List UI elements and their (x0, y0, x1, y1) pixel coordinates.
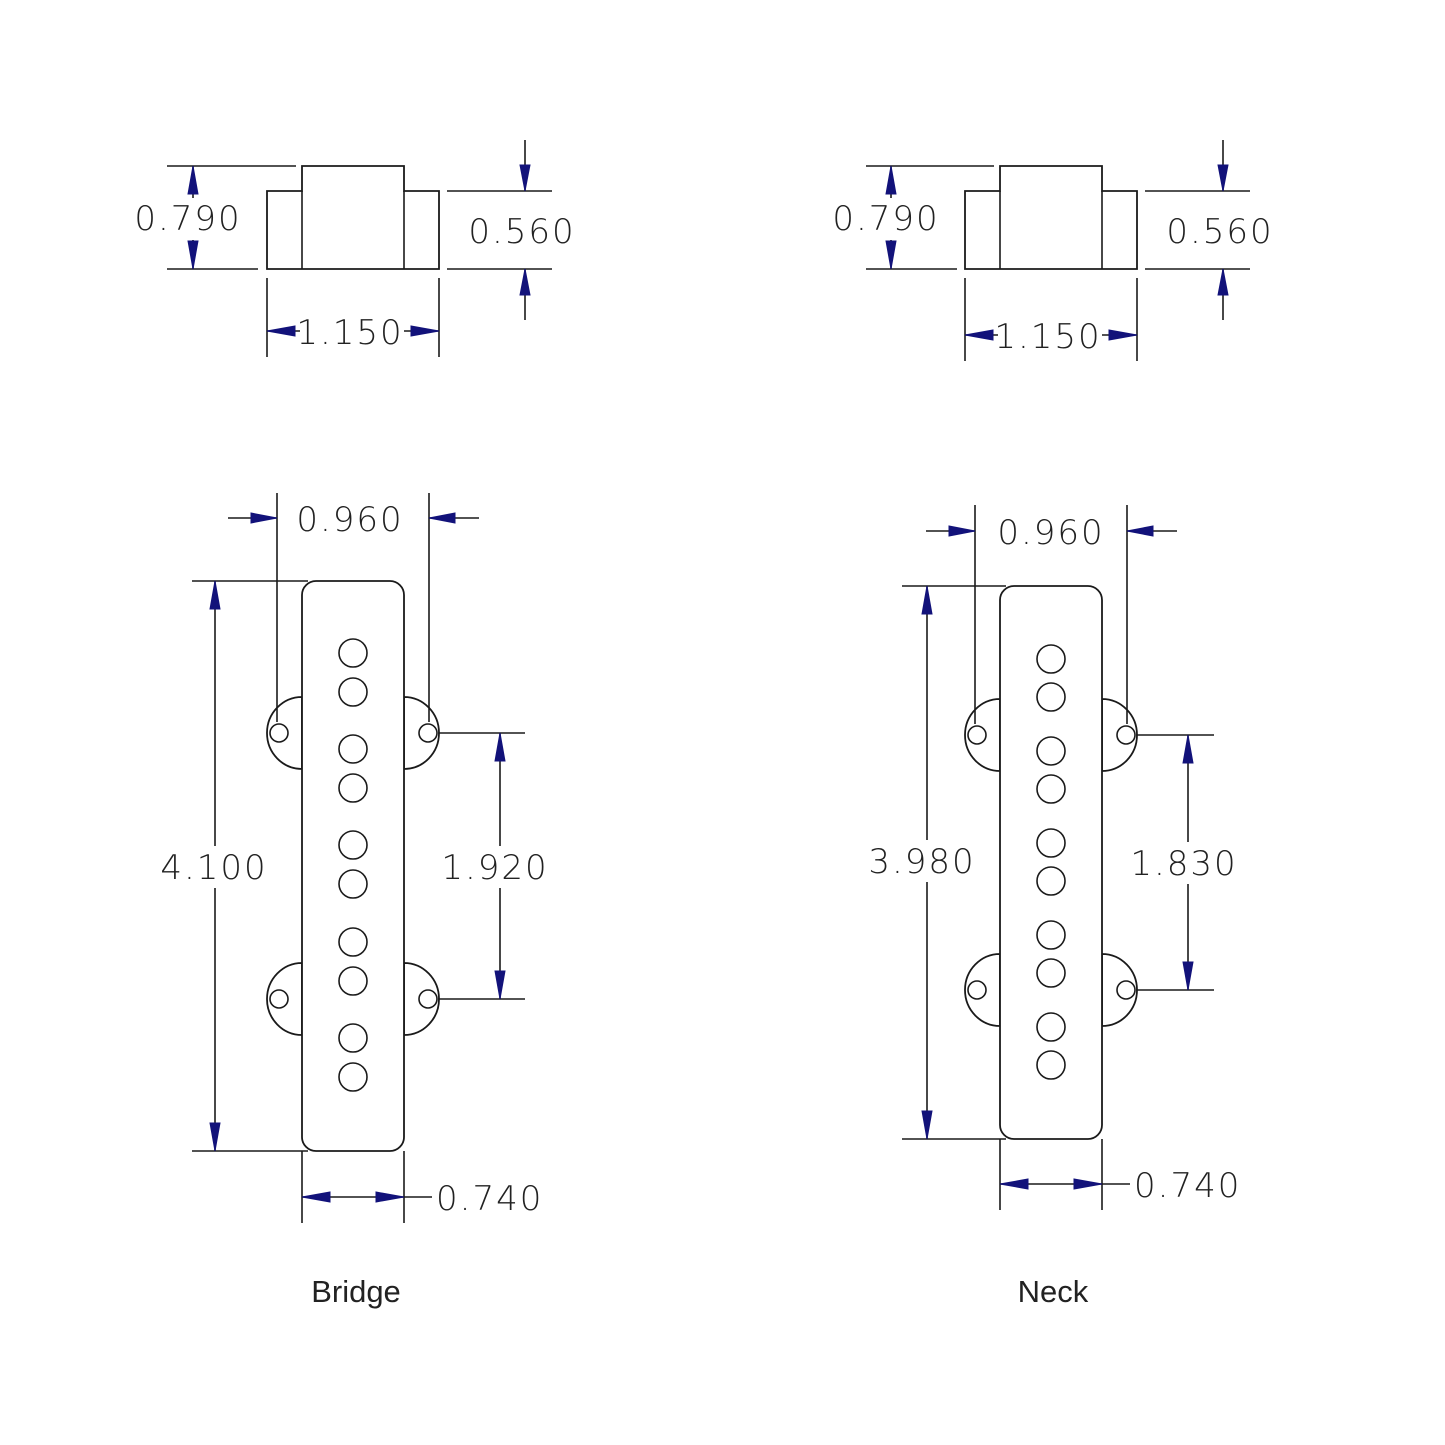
pole-piece (338, 830, 368, 860)
bridge-caption: Bridge (311, 1274, 401, 1309)
pole-piece (338, 638, 368, 668)
bridge-cover (301, 580, 405, 1152)
neck-length-label: 3.980 (868, 842, 975, 882)
pole-piece (1036, 736, 1066, 766)
pole-piece (1036, 958, 1066, 988)
neck-mount-hole (1116, 980, 1136, 1000)
neck-width-label: 0.740 (1134, 1166, 1241, 1206)
pole-piece (1036, 920, 1066, 950)
neck-side-width-label: 1.150 (994, 317, 1101, 357)
neck-side-view: 0.790 0.560 1.150 (832, 140, 1273, 361)
bridge-side-inner-height-label: 0.560 (468, 212, 575, 252)
pole-piece (338, 1023, 368, 1053)
neck-mount-width-label: 0.960 (997, 513, 1104, 553)
neck-hole-spacing-label: 1.830 (1130, 844, 1237, 884)
pole-piece (338, 869, 368, 899)
neck-side-profile (964, 165, 1138, 270)
pole-piece (338, 927, 368, 957)
pole-piece (1036, 828, 1066, 858)
bridge-pole-pieces (338, 638, 368, 1092)
bridge-ear-top-left (266, 696, 303, 770)
bridge-side-width-label: 1.150 (296, 313, 403, 353)
pole-piece (1036, 1050, 1066, 1080)
bridge-side-height-label: 0.790 (134, 199, 241, 239)
neck-top-view: 0.960 3.980 1.830 0.740 Neck (868, 505, 1241, 1309)
pole-piece (1036, 1012, 1066, 1042)
neck-mount-hole (967, 725, 987, 745)
neck-ear-bottom-right (1101, 953, 1138, 1027)
pole-piece (1036, 682, 1066, 712)
bridge-mount-width-label: 0.960 (296, 500, 403, 540)
pole-piece (338, 773, 368, 803)
pole-piece (338, 966, 368, 996)
pole-piece (1036, 866, 1066, 896)
bridge-ear-top-right (403, 696, 440, 770)
bridge-mount-hole (269, 723, 289, 743)
bridge-hole-spacing-label: 1.920 (441, 848, 548, 888)
bridge-mount-hole (269, 989, 289, 1009)
bridge-ear-bottom-right (403, 962, 440, 1036)
bridge-ear-bottom-left (266, 962, 303, 1036)
pole-piece (1036, 774, 1066, 804)
bridge-side-view: 0.790 0.560 1.150 (134, 140, 575, 357)
neck-ear-bottom-left (964, 953, 1001, 1027)
bridge-mount-hole (418, 989, 438, 1009)
neck-ear-top-left (964, 698, 1001, 772)
neck-caption: Neck (1018, 1274, 1089, 1309)
neck-pole-pieces (1036, 644, 1066, 1080)
bridge-top-view: 0.960 4.100 1.920 0.740 Bridge (160, 493, 548, 1309)
neck-mount-hole (1116, 725, 1136, 745)
bridge-mount-hole (418, 723, 438, 743)
pole-piece (1036, 644, 1066, 674)
neck-mount-hole (967, 980, 987, 1000)
neck-side-inner-height-label: 0.560 (1166, 212, 1273, 252)
neck-cover (999, 585, 1103, 1140)
pole-piece (338, 1062, 368, 1092)
neck-ear-top-right (1101, 698, 1138, 772)
bridge-side-profile (266, 165, 440, 270)
pole-piece (338, 677, 368, 707)
pole-piece (338, 734, 368, 764)
neck-side-height-label: 0.790 (832, 199, 939, 239)
bridge-width-label: 0.740 (436, 1179, 543, 1219)
bridge-length-label: 4.100 (160, 848, 267, 888)
